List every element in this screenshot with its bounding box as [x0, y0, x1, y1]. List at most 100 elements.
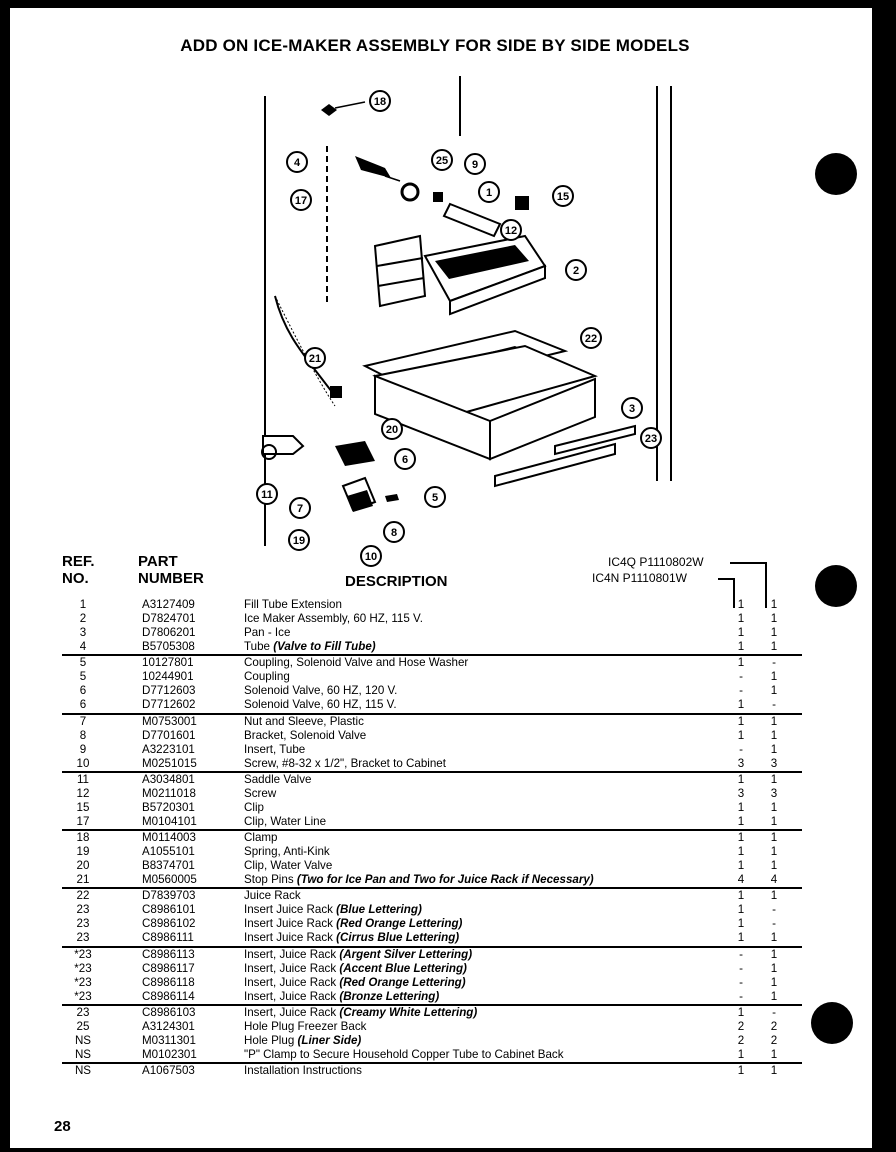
part-number: C8986117 [142, 961, 195, 975]
part-number: M0753001 [142, 714, 197, 728]
part-number: M0211018 [142, 786, 196, 800]
part-ref: 15 [76, 800, 90, 814]
part-number: C8986103 [142, 1005, 196, 1019]
part-number: D7839703 [142, 889, 196, 903]
qty-ic4q: 2 [770, 1019, 778, 1033]
part-ref: 4 [79, 640, 87, 654]
callout-15: 15 [557, 191, 569, 203]
part-number: B5705308 [142, 640, 195, 654]
qty-ic4n: 1 [737, 917, 745, 931]
part-ref: 18 [76, 831, 90, 844]
model-ic4n: IC4N P1110801W [592, 571, 687, 585]
qty-ic4q: 1 [770, 1047, 778, 1061]
qty-ic4q: 1 [770, 612, 778, 626]
callout-7: 7 [297, 503, 303, 515]
part-description: Hole Plug Freezer Back [244, 1019, 367, 1033]
qty-ic4q: 1 [770, 626, 778, 640]
part-number: B8374701 [142, 859, 195, 873]
part-ref: 21 [76, 873, 90, 887]
part-ref: 5 [79, 670, 87, 684]
exploded-diagram: 18 4 25 9 1 15 17 12 2 22 21 3 20 [256, 76, 672, 567]
binder-hole-top [815, 153, 857, 195]
part-description: Stop Pins (Two for Ice Pan and Two for J… [244, 873, 594, 887]
part-description-note: (Bronze Lettering) [339, 989, 440, 1003]
qty-ic4n: 1 [737, 612, 745, 626]
qty-ic4n: 1 [737, 1064, 745, 1077]
part-description: Nut and Sleeve, Plastic [244, 714, 364, 728]
qty-ic4q: 1 [770, 814, 778, 828]
qty-ic4q: 1 [770, 845, 778, 859]
part-ref: 11 [76, 772, 90, 786]
part-description: Clip, Water Valve [244, 859, 333, 873]
part-number: M0114003 [142, 831, 196, 844]
part-ref: 23 [76, 917, 90, 931]
callout-18: 18 [374, 96, 386, 108]
callout-19: 19 [293, 535, 305, 547]
part-number: C8986114 [142, 989, 195, 1003]
part-ref: 25 [76, 1019, 90, 1033]
qty-ic4q: 3 [770, 756, 778, 770]
qty-ic4n: 1 [737, 714, 745, 728]
qty-ic4q: 1 [770, 670, 778, 684]
part-description-note: (Liner Side) [297, 1033, 362, 1047]
qty-ic4q: 1 [770, 947, 778, 961]
part-description: Coupling, Solenoid Valve and Hose Washer [244, 656, 469, 670]
part-description: Solenoid Valve, 60 HZ, 115 V. [244, 698, 397, 712]
part-description: Clip [244, 800, 264, 814]
callout-22: 22 [585, 333, 597, 345]
part-header-line1: PART [138, 553, 178, 570]
part-number: M0251015 [142, 756, 197, 770]
part-number: C8986111 [142, 931, 194, 945]
part-number: A1067503 [142, 1064, 195, 1077]
part-description: Juice Rack [244, 889, 301, 903]
qty-ic4q: 1 [770, 800, 778, 814]
part-ref: 20 [76, 859, 90, 873]
part-ref: 23 [76, 931, 90, 945]
part-description-note: (Creamy White Lettering) [339, 1005, 478, 1019]
part-ref: 23 [76, 903, 90, 917]
part-description: Clamp [244, 831, 278, 844]
part-description-note: (Two for Ice Pan and Two for Juice Rack … [296, 873, 594, 887]
callout-5: 5 [432, 492, 438, 504]
part-description-note: (Red Orange Lettering) [339, 975, 466, 989]
part-ref: *23 [74, 961, 92, 975]
qty-ic4n: 3 [737, 786, 745, 800]
qty-ic4q: 1 [770, 889, 778, 903]
qty-ic4q: - [772, 698, 776, 712]
part-number: D7806201 [142, 626, 196, 640]
part-description: Installation Instructions [244, 1064, 362, 1077]
callout-9: 9 [472, 159, 478, 171]
callout-20: 20 [386, 424, 398, 436]
qty-ic4q: 1 [770, 961, 778, 975]
callout-21: 21 [309, 353, 321, 365]
part-description-note: (Red Orange Lettering) [336, 917, 463, 931]
qty-ic4q: - [772, 917, 776, 931]
part-description: Insert Juice Rack (Cirrus Blue Lettering… [244, 931, 459, 945]
part-number: C8986102 [142, 917, 196, 931]
binder-hole-bottom [811, 1002, 853, 1044]
part-description: Spring, Anti-Kink [244, 845, 330, 859]
qty-ic4n: 1 [737, 845, 745, 859]
part-description-note: (Blue Lettering) [336, 903, 422, 917]
part-description-text: Stop Pins [244, 873, 297, 887]
part-description-text: Insert Juice Rack [244, 917, 337, 931]
part-description: Insert, Juice Rack (Bronze Lettering) [244, 990, 439, 1004]
qty-ic4n: 1 [737, 831, 745, 844]
part-description: Bracket, Solenoid Valve [244, 728, 367, 742]
part-ref: 9 [79, 742, 87, 756]
part-description: Saddle Valve [244, 772, 312, 786]
page-number: 28 [54, 1118, 71, 1135]
part-description-text: Tube [244, 640, 274, 654]
